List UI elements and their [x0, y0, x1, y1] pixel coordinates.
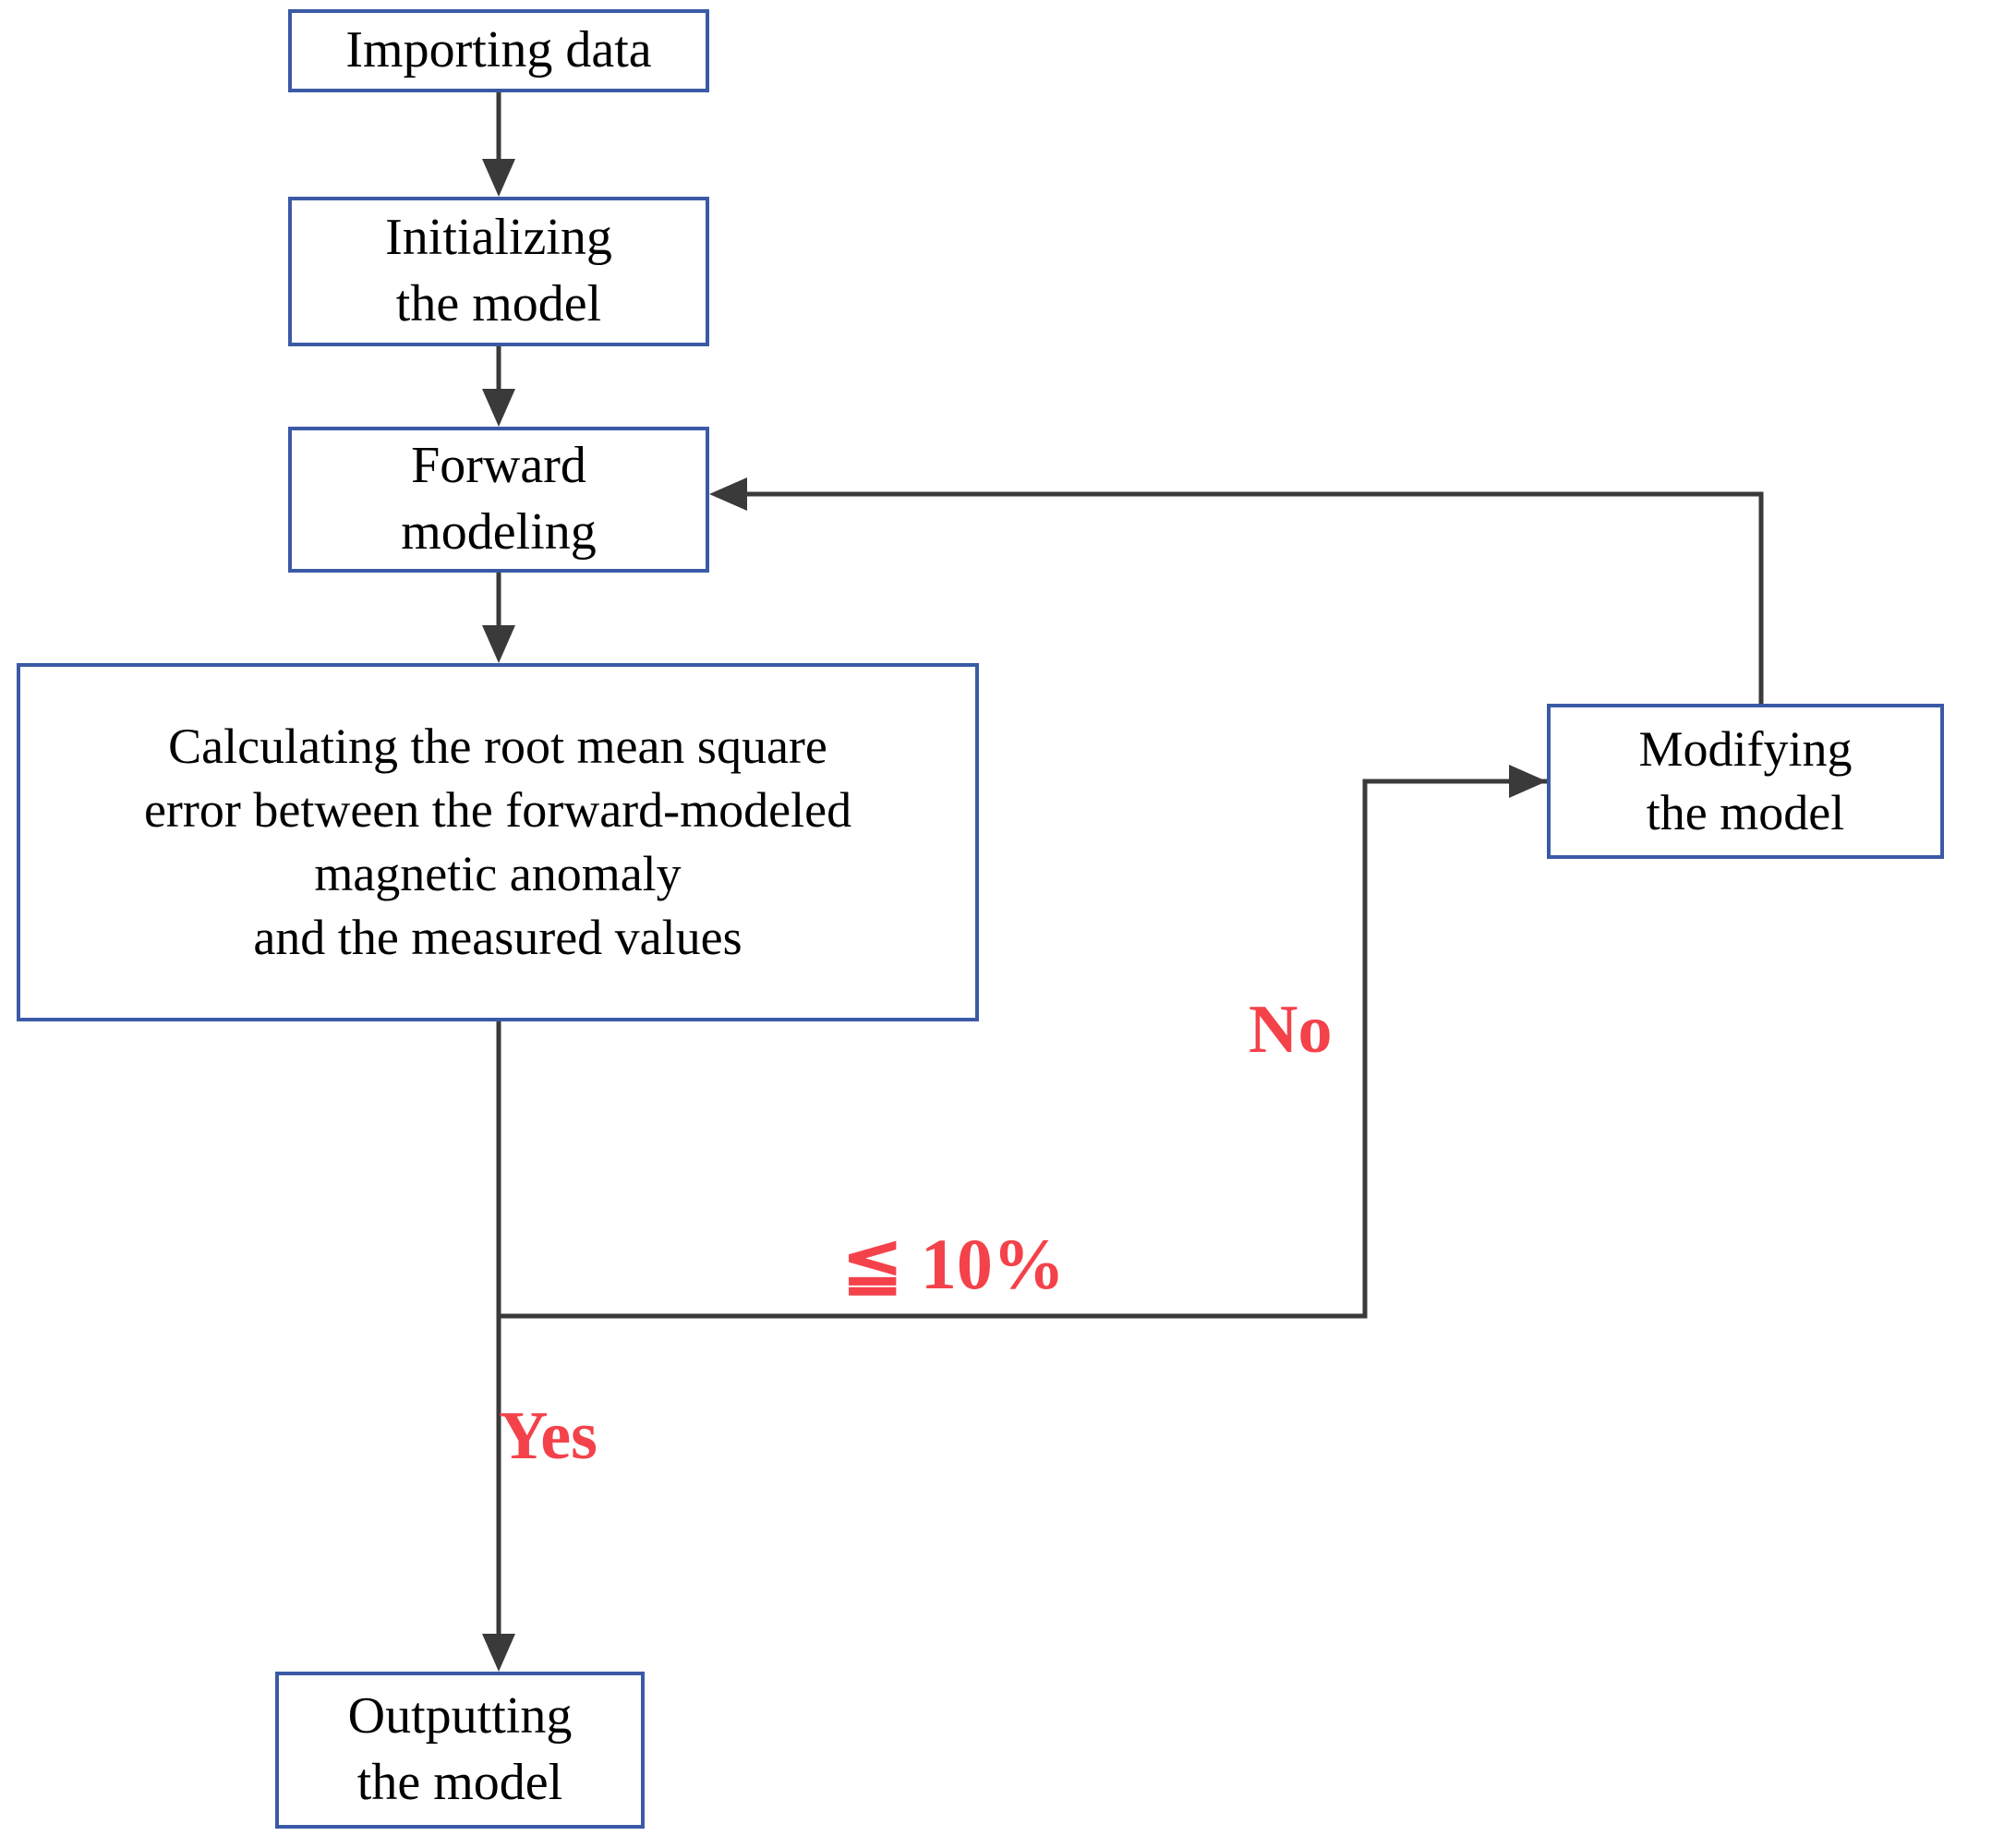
edge-label-yes: Yes: [499, 1398, 598, 1474]
node-outputting-the-model[interactable]: Outputting the model: [275, 1672, 645, 1829]
node-forward-modeling[interactable]: Forward modeling: [288, 427, 709, 573]
edge-label-threshold: ≦ 10%: [842, 1224, 1065, 1304]
edge-forward-to-calculate: [482, 573, 515, 663]
node-initializing-the-model[interactable]: Initializing the model: [288, 197, 709, 346]
node-calculating-rms-error[interactable]: Calculating the root mean square error b…: [17, 663, 979, 1021]
edge-label-no: No: [1249, 992, 1333, 1068]
edge-calculate-to-output: [482, 1316, 515, 1672]
node-importing-data[interactable]: Importing data: [288, 9, 709, 92]
node-modifying-the-model[interactable]: Modifying the model: [1547, 704, 1944, 859]
edge-import-to-initialize: [482, 92, 515, 197]
edge-initialize-to-forward: [482, 346, 515, 427]
